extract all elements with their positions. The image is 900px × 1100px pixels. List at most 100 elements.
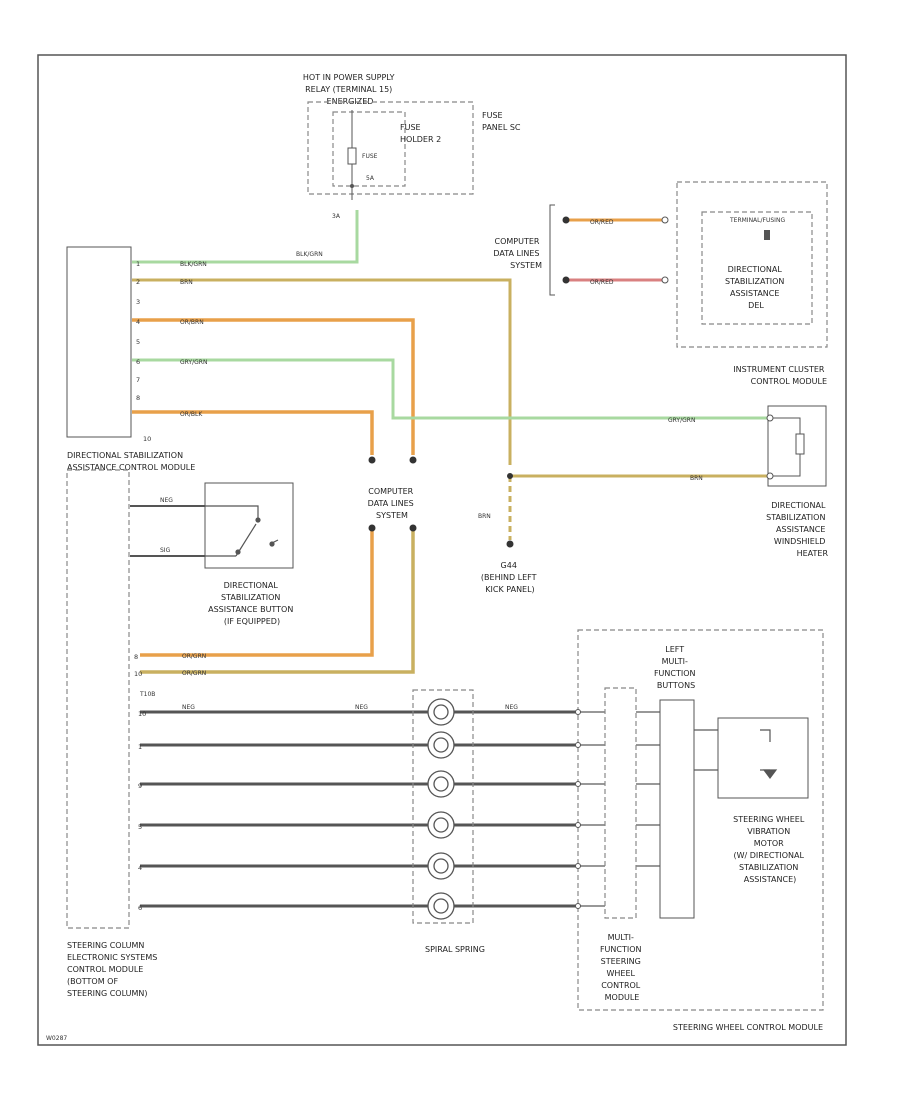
sw-connectors bbox=[575, 709, 581, 909]
dsa-module-pins: 1 2 3 4 5 6 7 8 10 bbox=[136, 260, 151, 443]
svg-text:1: 1 bbox=[136, 260, 140, 268]
heater-pin-2 bbox=[766, 472, 774, 480]
wire-label-or-grn-1: OR/GRN bbox=[182, 653, 206, 660]
inner-wires bbox=[578, 711, 718, 907]
dsa-display-label: DIRECTIONAL STABILIZATION ASSISTANCE DEL bbox=[725, 265, 787, 310]
ground-point bbox=[506, 540, 514, 548]
vib-motor-label: STEERING WHEEL VIBRATION MOTOR (W/ DIREC… bbox=[733, 815, 807, 884]
dsa-button-box bbox=[204, 482, 294, 569]
heater-pin-1 bbox=[766, 414, 774, 422]
svg-text:BRN: BRN bbox=[180, 279, 193, 286]
stcol-dark-pins: 10 1 9 5 4 6 bbox=[138, 710, 146, 912]
wire-label-blk-grn-top: BLK/GRN bbox=[296, 251, 323, 258]
cdl-top-node-2 bbox=[562, 276, 570, 284]
stcol-pin-10: 10 bbox=[134, 670, 142, 678]
svg-text:OR/BRN: OR/BRN bbox=[180, 319, 204, 326]
diagram-frame bbox=[37, 54, 847, 1046]
mf-module-box bbox=[604, 687, 637, 919]
svg-text:NEG: NEG bbox=[355, 704, 368, 711]
svg-text:6: 6 bbox=[138, 904, 142, 912]
svg-text:BLK/GRN: BLK/GRN bbox=[180, 261, 207, 268]
heater-element bbox=[773, 417, 801, 477]
ground-label: G44 (BEHIND LEFT KICK PANEL) bbox=[481, 561, 539, 594]
cdl-mid-label: COMPUTER DATA LINES SYSTEM bbox=[368, 487, 417, 520]
cdl-top-label: COMPUTER DATA LINES SYSTEM bbox=[493, 237, 542, 270]
fuse-pin-label: 3A bbox=[332, 213, 341, 220]
hot-in-power-label: HOT IN POWER SUPPLY RELAY (TERMINAL 15) … bbox=[303, 73, 397, 106]
dsa-button-label: DIRECTIONAL STABILIZATION ASSISTANCE BUT… bbox=[208, 581, 296, 626]
wire-or-brn-pin4 bbox=[132, 318, 415, 455]
wire-or-grn-2 bbox=[140, 528, 415, 674]
svg-text:9: 9 bbox=[138, 782, 142, 790]
svg-text:7: 7 bbox=[136, 376, 140, 384]
steering-column-module-box bbox=[66, 469, 130, 929]
svg-text:5: 5 bbox=[138, 823, 142, 831]
display-terminal-label: TERMINAL/FUSING bbox=[729, 217, 785, 224]
mf-buttons-box bbox=[659, 699, 695, 919]
fuse-label: FUSE bbox=[362, 153, 378, 160]
wire-label-or-red-1: OR/RED bbox=[590, 219, 614, 226]
vib-motor-symbol bbox=[760, 729, 778, 779]
svg-text:NEG: NEG bbox=[182, 704, 195, 711]
cdl-mid-node-3 bbox=[368, 524, 376, 532]
heater-resistor bbox=[795, 433, 805, 455]
svg-text:1: 1 bbox=[138, 743, 142, 751]
display-connector-2 bbox=[661, 276, 669, 284]
instrument-cluster-box bbox=[676, 181, 828, 348]
cdl-top-bracket bbox=[549, 204, 555, 296]
cdl-mid-node-1 bbox=[368, 456, 376, 464]
svg-text:OR/BLK: OR/BLK bbox=[180, 411, 203, 418]
fuse-panel-box bbox=[307, 101, 474, 195]
cdl-top-node-1 bbox=[562, 216, 570, 224]
fuse-holder-label: FUSE HOLDER 2 bbox=[400, 123, 441, 144]
vib-motor-box bbox=[717, 717, 809, 799]
wire-or-blk-pin8 bbox=[132, 410, 374, 455]
wire-gry-grn-pin5 bbox=[132, 358, 770, 420]
spiral-spring-label: SPIRAL SPRING bbox=[425, 945, 485, 954]
spiral-spring-box bbox=[412, 689, 474, 924]
display-terminal-symbol bbox=[764, 230, 770, 240]
sw-control-module-label: STEERING WHEEL CONTROL MODULE bbox=[673, 1023, 823, 1032]
svg-text:10: 10 bbox=[138, 710, 146, 718]
svg-text:GRY/GRN: GRY/GRN bbox=[180, 359, 207, 366]
svg-text:4: 4 bbox=[138, 864, 142, 872]
svg-text:10: 10 bbox=[143, 435, 151, 443]
fuse-panel-label: FUSE PANEL SC bbox=[482, 111, 521, 132]
fuse-junction bbox=[350, 184, 354, 188]
wire-blk-grn-fuse bbox=[132, 210, 359, 264]
dark-wires bbox=[140, 710, 578, 908]
wire-or-grn-1 bbox=[140, 528, 374, 657]
dark-wire-labels: NEG NEG NEG bbox=[182, 704, 518, 711]
fuse-amp-label: 5A bbox=[366, 175, 375, 182]
dsa-display-box bbox=[701, 211, 813, 325]
svg-text:8: 8 bbox=[136, 394, 140, 402]
fuse-holder-box bbox=[332, 111, 406, 187]
svg-text:5: 5 bbox=[136, 338, 140, 346]
wire-label-or-red-2: OR/RED bbox=[590, 279, 614, 286]
mf-module-label: MULTI- FUNCTION STEERING WHEEL CONTROL M… bbox=[600, 933, 644, 1002]
footer-code: W0287 bbox=[46, 1035, 67, 1042]
dsa-wire-labels: BLK/GRN BRN OR/BRN GRY/GRN OR/BLK bbox=[180, 261, 207, 418]
wire-label-or-grn-2: OR/GRN bbox=[182, 670, 206, 677]
wire-label-button-1: NEG bbox=[160, 497, 173, 504]
brn-splice bbox=[507, 473, 513, 479]
ground-wire-label: BRN bbox=[478, 513, 491, 520]
steering-column-label: STEERING COLUMN ELECTRONIC SYSTEMS CONTR… bbox=[67, 941, 160, 998]
dsa-button-switch bbox=[205, 505, 279, 557]
wire-label-gry-grn-heater: GRY/GRN bbox=[668, 417, 695, 424]
stcol-pin-8: 8 bbox=[134, 653, 138, 661]
svg-text:3: 3 bbox=[136, 298, 140, 306]
connector-t10b-label: T10B bbox=[139, 691, 155, 698]
dsa-control-module-box bbox=[66, 246, 132, 438]
svg-text:6: 6 bbox=[136, 358, 140, 366]
cdl-mid-node-4 bbox=[409, 524, 417, 532]
wire-brn-pin2 bbox=[132, 278, 512, 465]
fuse-symbol bbox=[347, 147, 357, 165]
wire-label-button-2: SIG bbox=[160, 547, 171, 554]
sw-control-module-box bbox=[577, 629, 824, 1011]
svg-text:4: 4 bbox=[136, 318, 140, 326]
instrument-cluster-label: INSTRUMENT CLUSTER CONTROL MODULE bbox=[733, 365, 827, 386]
svg-text:NEG: NEG bbox=[505, 704, 518, 711]
spiral-spring-coils bbox=[427, 698, 455, 920]
